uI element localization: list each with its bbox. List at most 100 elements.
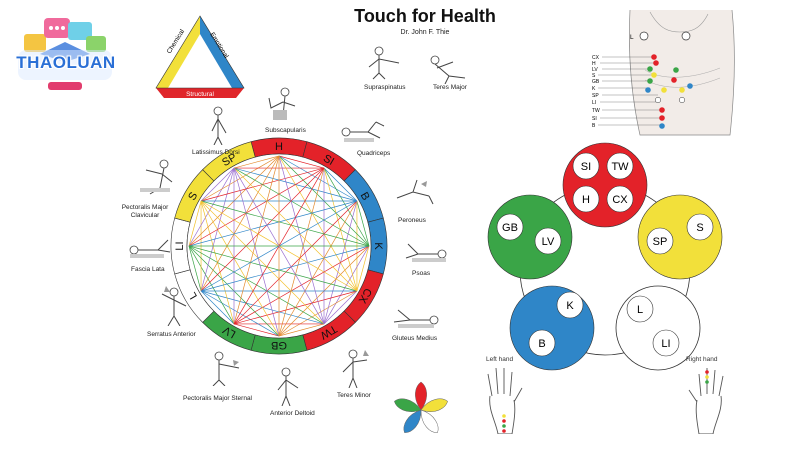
label-latissimus-dorsi: Latissimus Dorsi [192, 149, 240, 156]
label-teres-minor: Teres Minor [337, 392, 371, 399]
left-hand-figure [487, 367, 523, 434]
flower-petal [415, 381, 427, 411]
fire-label-si: SI [581, 161, 591, 173]
chest-label-h: H [592, 61, 596, 67]
logo-graphic [18, 18, 112, 90]
label-serratus-anterior: Serratus Anterior [147, 331, 196, 338]
author-name: Dr. John F. Thie [400, 29, 450, 36]
chest-point-l-left [639, 31, 649, 41]
wheel-line [233, 155, 280, 169]
label-gluteus-medius: Gluteus Medius [392, 335, 438, 342]
wood-label-gb: GB [502, 222, 518, 234]
chest-label-lv: LV [592, 67, 598, 73]
wheel-line [200, 167, 235, 202]
chest-label-tw: TW [592, 108, 600, 114]
wheel-line [188, 200, 202, 247]
label-supraspinatus: Supraspinatus [364, 84, 406, 91]
latissimus-dorsi-figure [211, 106, 227, 145]
label-psoas: Psoas [412, 270, 431, 277]
wheel-segments [170, 137, 388, 355]
wheel-label-lv: LV [220, 323, 238, 340]
chest-label-k: K [592, 86, 596, 92]
chest-alarm-point-chart: L CX H LV S GB K SP LI TW SI B [592, 10, 735, 136]
wheel-line [188, 245, 202, 292]
wheel-line [200, 200, 325, 325]
triad-triangle: Chemical Emotional Structural [155, 15, 245, 98]
flower-petal [420, 409, 439, 433]
wheel-line [233, 200, 358, 325]
logo-text: THAOLUAN [16, 53, 116, 72]
triangle-structural-side [156, 88, 244, 98]
wheel-line [356, 200, 370, 247]
wheel-label-gb: GB [271, 339, 287, 351]
chest-label-b: B [592, 123, 596, 129]
wheel-line [233, 167, 280, 337]
label-quadriceps: Quadriceps [357, 150, 391, 157]
wheel-line [200, 167, 325, 292]
fire-label-tw: TW [611, 161, 629, 173]
supraspinatus-figure [368, 46, 400, 80]
metal-label-li: LI [661, 338, 670, 350]
chest-points [645, 54, 693, 129]
chest-label-gb: GB [592, 79, 600, 85]
right-hand-label: Right hand [686, 356, 718, 363]
water-label-k: K [566, 300, 574, 312]
psoas-figure [405, 243, 447, 262]
subscapularis-figure [268, 87, 296, 120]
wheel-line [233, 167, 358, 292]
wheel-label-si: SI [321, 152, 336, 168]
label-peroneus: Peroneus [398, 217, 426, 224]
wheel-line [278, 323, 325, 337]
label-teres-major: Teres Major [433, 84, 467, 91]
wood-label-lv: LV [542, 236, 555, 248]
wheel-line [188, 200, 358, 247]
five-element-flower-icon [394, 381, 448, 433]
element-metal: L LI [615, 285, 701, 371]
label-fascia-lata: Fascia Lata [131, 266, 165, 273]
label-pectoralis-major-sternal: Pectoralis Major Sternal [183, 395, 252, 402]
label-subscapularis: Subscapularis [265, 127, 306, 134]
wheel-line [233, 323, 280, 337]
chest-label-si: SI [592, 116, 597, 122]
wheel-line [278, 167, 325, 337]
wheel-label-l: L [187, 290, 200, 301]
chest-label-l: L [630, 34, 634, 41]
page-title: Touch for Health [354, 6, 496, 26]
element-water: K B [509, 285, 595, 371]
pectoralis-sternal-figure [212, 351, 240, 386]
left-hand-label: Left hand [486, 356, 514, 363]
wheel-line [233, 155, 280, 325]
teres-minor-figure [342, 349, 369, 388]
wheel-line [356, 245, 370, 292]
chest-side-labels: CX H LV S GB K SP LI TW SI B [592, 55, 600, 129]
chest-label-s: S [592, 73, 596, 79]
pectoralis-clavicular-figure [140, 159, 173, 195]
label-anterior-deltoid: Anterior Deltoid [270, 410, 315, 417]
chest-label-sp: SP [592, 93, 599, 99]
chest-label-li: LI [592, 100, 596, 106]
quadriceps-figure [341, 121, 385, 142]
teres-major-figure [430, 55, 466, 84]
wheel-line [323, 290, 358, 325]
thaoluan-logo[interactable] [10, 12, 120, 102]
five-element-circles: SI TW H CX SP S L LI K B [487, 142, 723, 371]
flower-petal [394, 398, 422, 412]
wheel-line [233, 167, 325, 325]
chest-point-l-right [681, 31, 691, 41]
fascia-lata-figure [129, 239, 171, 258]
earth-label-s: S [696, 222, 703, 234]
flower-petal [420, 398, 448, 412]
element-wood: GB LV [487, 194, 573, 280]
wheel-line [278, 155, 325, 325]
element-fire: SI TW H CX [562, 142, 648, 228]
earth-label-sp: SP [653, 236, 668, 248]
label-pectoralis-major-clavicular-line1: Pectoralis Major Clavicular [115, 204, 175, 220]
meridian-wheel: H SI B K CX TW GB LV L LI S SP [170, 137, 388, 355]
wheel-line [200, 245, 370, 292]
anterior-deltoid-figure [277, 367, 299, 406]
wheel-line [278, 155, 325, 169]
fire-label-cx: CX [612, 194, 628, 206]
fire-label-h: H [582, 194, 590, 206]
water-label-b: B [538, 338, 545, 350]
